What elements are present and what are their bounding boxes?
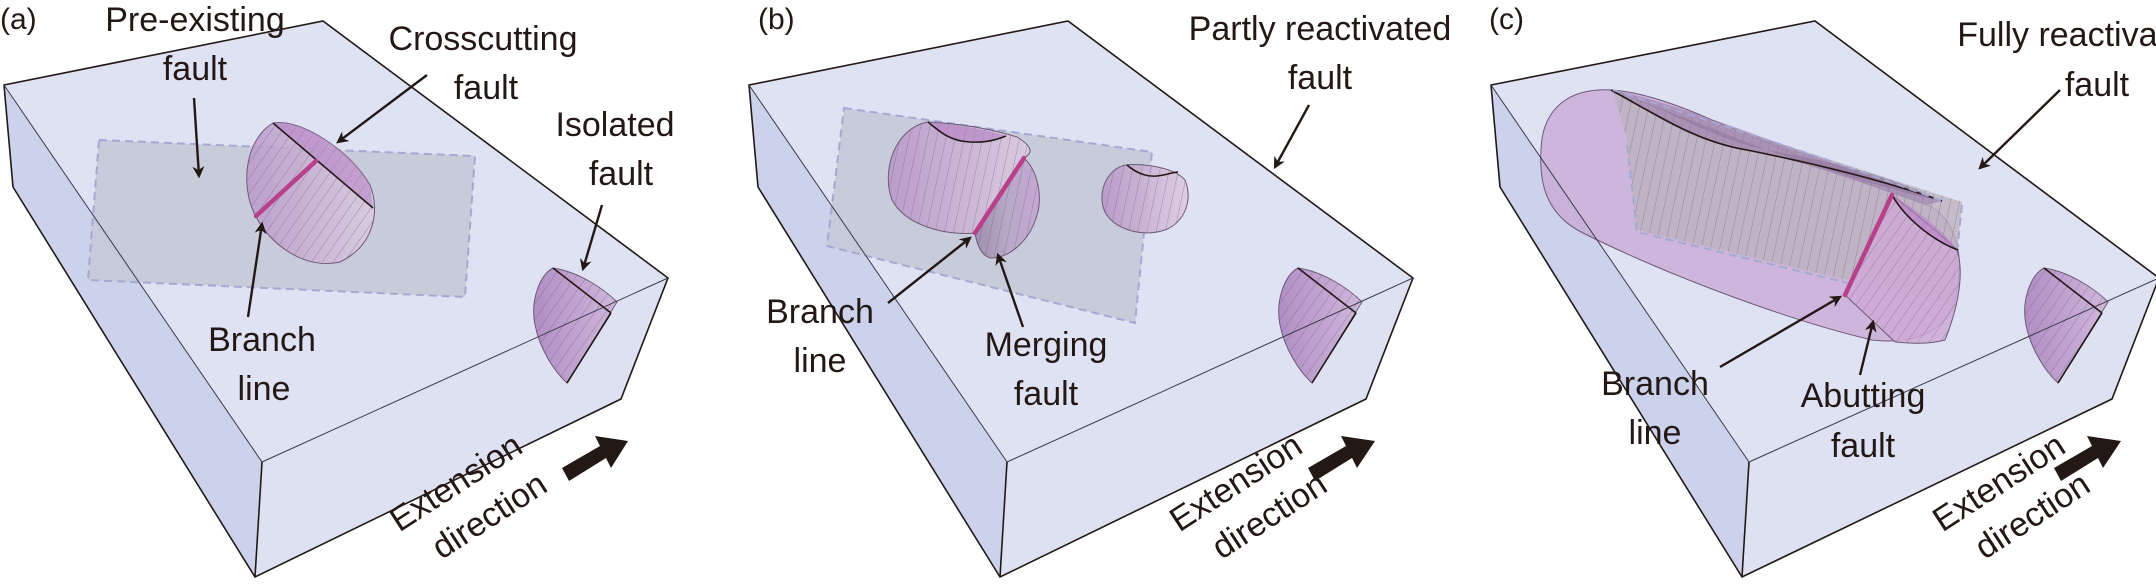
label-branch-line: Branch [208, 321, 316, 359]
arrow-preexisting [192, 97, 205, 179]
branch-line [253, 158, 319, 219]
block-diagram [1490, 20, 2156, 579]
arrow-branch-line [246, 221, 267, 318]
label-isolated-fault-2: fault [589, 155, 654, 193]
label-partly-reactivated-fault: Partly reactivated [1189, 10, 1452, 48]
label-fully-reactivated-fault: Fully reactivated [1957, 16, 2156, 54]
label-branch-line: Branch [766, 293, 874, 331]
arrow-isolated [579, 204, 604, 272]
reactivated-fault [887, 121, 1040, 259]
label-branch-line-2: line [238, 370, 291, 408]
arrow-fully-reactivated [1978, 89, 2061, 170]
abutting-fault [1842, 192, 1961, 344]
arrow-partly-reactivated [1273, 104, 1311, 170]
label-partly-reactivated-fault-2: fault [1288, 59, 1353, 97]
extension-arrow-icon [1308, 436, 1375, 481]
label-branch-line-2: line [1629, 414, 1682, 452]
label-abutting-fault: Abutting [1801, 377, 1926, 415]
branch-line [1842, 192, 1895, 298]
label-merging-fault: Merging [985, 326, 1108, 364]
panel-label-c: (c) [1489, 3, 1524, 36]
extension-arrow-icon [562, 436, 628, 481]
arrow-branch-line [1719, 295, 1843, 369]
label-branch-line: Branch [1601, 365, 1709, 403]
fully-reactivated-fault [1540, 89, 1963, 344]
label-crosscutting-fault-2: fault [454, 69, 519, 107]
panel-a: (a) Pre-existing fault Crosscutting faul… [0, 1, 675, 579]
isolated-fault [1278, 267, 1363, 384]
isolated-fault [533, 267, 618, 384]
panel-c: (c) Fully reactivated fault Branch line … [1489, 3, 2156, 579]
label-merging-fault-2: fault [1014, 375, 1079, 413]
partly-reactivated-fault [1101, 164, 1189, 234]
crosscutting-fault [246, 122, 376, 264]
branch-line [972, 155, 1027, 236]
block-edges [1490, 20, 2156, 579]
panel-label-a: (a) [0, 3, 37, 36]
panel-b: (b) Partly reactivated fault Branch line… [748, 3, 1452, 579]
extension-arrow-icon [2054, 436, 2121, 481]
block-left-face [4, 85, 262, 577]
label-isolated-fault: Isolated [555, 106, 674, 144]
label-branch-line-2: line [794, 342, 847, 380]
block-edges [748, 20, 1414, 579]
label-abutting-fault-2: fault [1831, 427, 1896, 465]
label-fully-reactivated-fault-2: fault [2065, 66, 2130, 104]
arrow-merging-fault [995, 252, 1025, 328]
block-edges [3, 20, 669, 579]
block-left-face [749, 85, 1007, 577]
block-diagram [3, 20, 669, 579]
arrow-abutting-fault [1858, 319, 1877, 376]
isolated-fault [2024, 267, 2109, 384]
block-diagram [748, 20, 1414, 579]
arrow-branch-line [887, 236, 972, 304]
arrow-crosscutting [336, 74, 428, 144]
label-crosscutting-fault: Crosscutting [389, 20, 578, 58]
label-preexisting-fault: Pre-existing [105, 1, 285, 39]
panel-label-b: (b) [758, 3, 795, 36]
label-preexisting-fault-2: fault [163, 50, 228, 88]
